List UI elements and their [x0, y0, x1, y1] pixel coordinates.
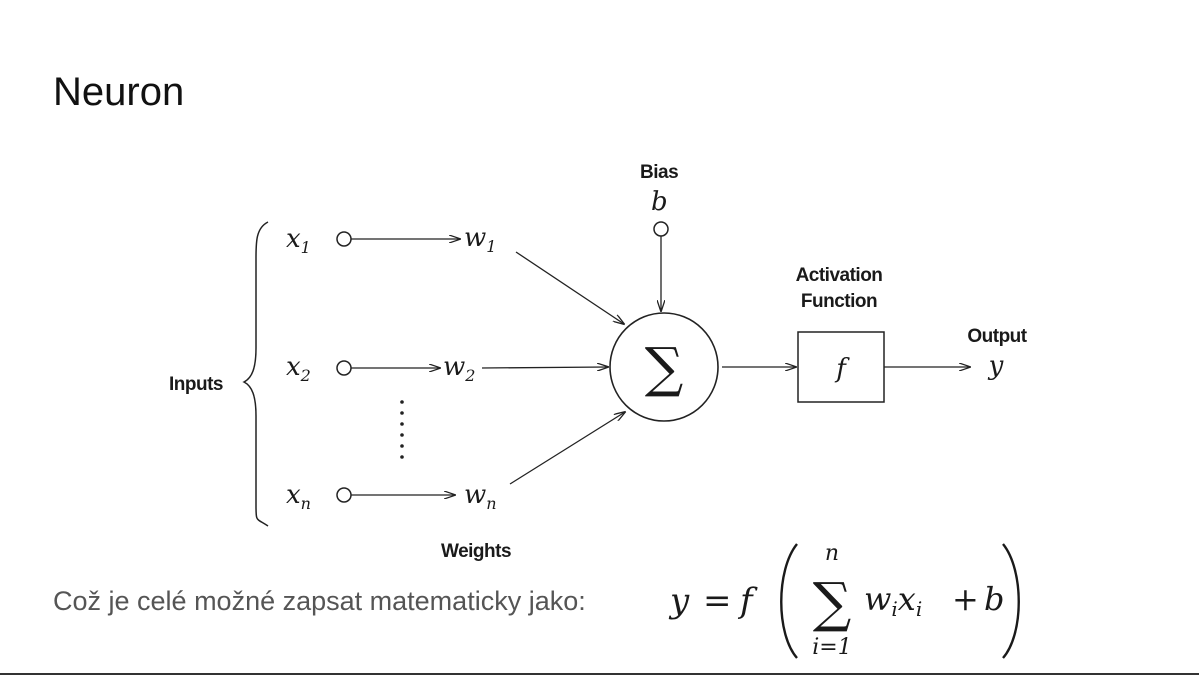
weight-w2-label: w2 [443, 352, 475, 385]
input-node-1 [336, 231, 352, 247]
formula-caption: Což je celé možné zapsat matematicky jak… [53, 586, 586, 616]
formula-plus: + [952, 580, 979, 618]
inputs-brace [242, 221, 269, 527]
input-xn-label: xn [286, 480, 311, 513]
bottom-divider [0, 673, 1199, 675]
weight-wn-label: wn [464, 480, 497, 513]
formula-sum-symbol: ∑ [813, 571, 852, 634]
ellipsis-dots [400, 400, 404, 459]
formula-left-paren [780, 543, 798, 659]
input-node-2 [336, 360, 352, 376]
input-x2-label: x2 [286, 352, 311, 385]
formula-func: f [737, 581, 758, 621]
formula-sum-upper: n [825, 541, 839, 566]
formula-right-paren [1002, 543, 1020, 659]
formula-lhs: y [668, 581, 690, 621]
activation-label-line1: Activation [796, 265, 883, 286]
formula-bias: b [984, 580, 1004, 618]
bias-node [653, 221, 669, 237]
weight-edge-n [509, 412, 625, 485]
inputs-label: Inputs [169, 374, 223, 395]
bias-label: Bias [640, 162, 678, 183]
weight-edge-1 [515, 251, 624, 324]
weights-label: Weights [441, 541, 511, 562]
input-node-n [336, 487, 352, 503]
weight-w1-label: w1 [464, 223, 496, 256]
output-label: Output [967, 326, 1027, 347]
formula-sum-lower: i=1 [812, 635, 851, 660]
input-x1-label: x1 [286, 224, 311, 257]
summation-symbol: ∑ [645, 336, 684, 399]
activation-function-box [797, 331, 885, 403]
slide-title: Neuron [53, 70, 185, 114]
summation-node [609, 312, 719, 422]
output-symbol: y [988, 351, 1004, 381]
weight-edge-2 [481, 367, 608, 368]
activation-label-line2: Function [801, 291, 877, 312]
formula: y = f n ∑ i=1 wixi + b [668, 541, 1020, 660]
formula-equals: = [703, 581, 732, 621]
formula-term-w: wixi [864, 580, 922, 621]
bias-symbol: b [651, 187, 668, 217]
